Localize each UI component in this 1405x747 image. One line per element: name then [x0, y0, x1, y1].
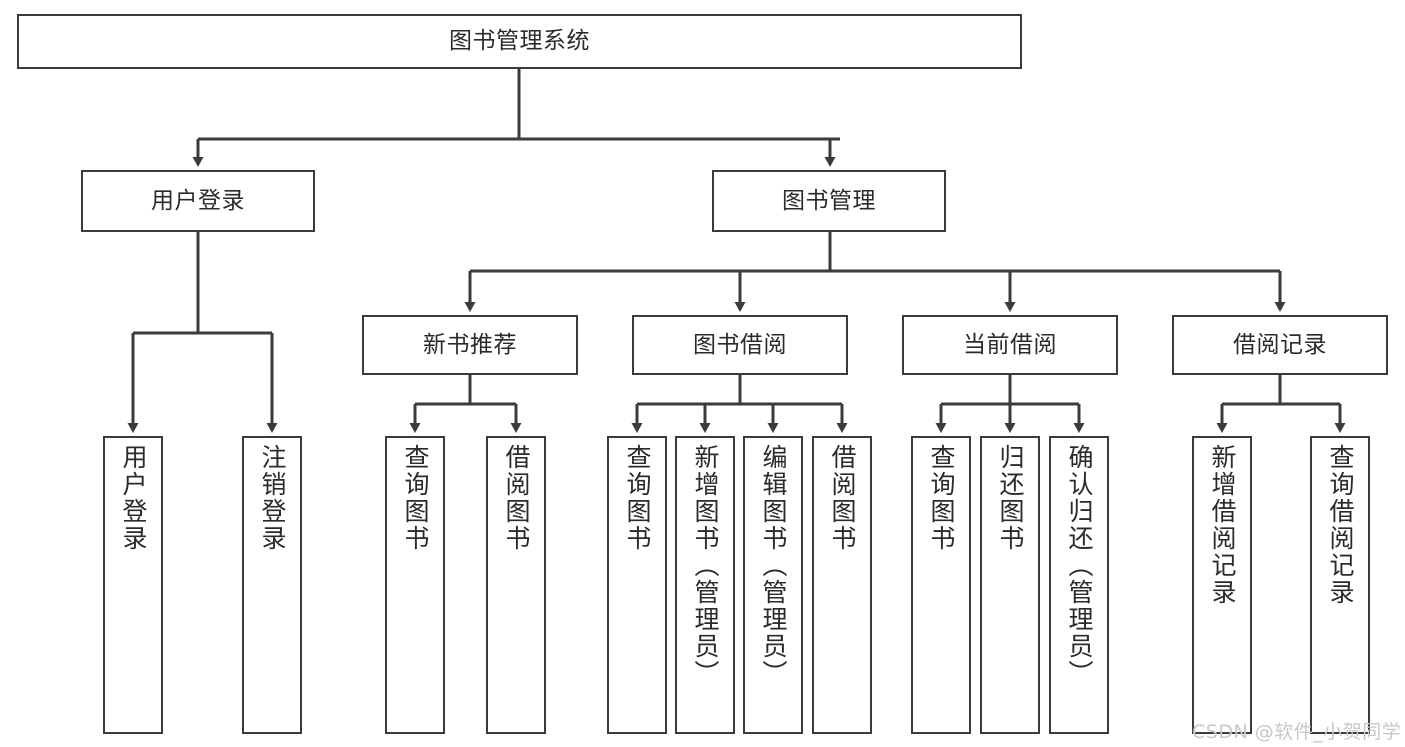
node-book-management-label: 图书管理: [782, 187, 876, 214]
node-leaf-add-borrow-record[interactable]: 新增借阅记录: [1192, 436, 1252, 734]
node-book-borrow-label: 图书借阅: [693, 331, 787, 358]
node-new-book-recommend[interactable]: 新书推荐: [362, 315, 578, 375]
node-user-login[interactable]: 用户登录: [81, 170, 315, 232]
node-leaf-edit-book-admin-label: 编辑图书（管理员）: [759, 444, 788, 687]
node-borrow-record[interactable]: 借阅记录: [1172, 315, 1388, 375]
node-leaf-query-book-new-label: 查询图书: [401, 444, 430, 552]
node-leaf-user-logout-label: 注销登录: [258, 444, 287, 552]
node-leaf-borrow-book[interactable]: 借阅图书: [812, 436, 872, 734]
node-leaf-return-book-label: 归还图书: [996, 444, 1025, 552]
node-leaf-query-book-new[interactable]: 查询图书: [385, 436, 445, 734]
node-current-borrow[interactable]: 当前借阅: [902, 315, 1118, 375]
node-leaf-confirm-return-admin[interactable]: 确认归还（管理员）: [1049, 436, 1109, 734]
node-current-borrow-label: 当前借阅: [963, 331, 1057, 358]
node-leaf-return-book[interactable]: 归还图书: [980, 436, 1040, 734]
node-leaf-query-book-borrow-label: 查询图书: [623, 444, 652, 552]
node-leaf-borrow-book-label: 借阅图书: [828, 444, 857, 552]
node-leaf-query-book-current[interactable]: 查询图书: [911, 436, 971, 734]
node-leaf-edit-book-admin[interactable]: 编辑图书（管理员）: [743, 436, 803, 734]
node-leaf-add-book-admin[interactable]: 新增图书（管理员）: [675, 436, 735, 734]
node-leaf-query-borrow-record-label: 查询借阅记录: [1326, 444, 1355, 606]
node-leaf-borrow-book-new[interactable]: 借阅图书: [486, 436, 546, 734]
node-user-login-label: 用户登录: [151, 187, 245, 214]
node-leaf-query-book-borrow[interactable]: 查询图书: [607, 436, 667, 734]
node-new-book-recommend-label: 新书推荐: [423, 331, 517, 358]
node-leaf-add-borrow-record-label: 新增借阅记录: [1208, 444, 1237, 606]
node-root[interactable]: 图书管理系统: [17, 14, 1022, 69]
node-leaf-user-login[interactable]: 用户登录: [103, 436, 163, 734]
node-leaf-user-login-label: 用户登录: [119, 444, 148, 552]
node-borrow-record-label: 借阅记录: [1233, 331, 1327, 358]
node-leaf-user-logout[interactable]: 注销登录: [242, 436, 302, 734]
node-leaf-confirm-return-admin-label: 确认归还（管理员）: [1065, 444, 1094, 687]
node-leaf-query-book-current-label: 查询图书: [927, 444, 956, 552]
node-leaf-add-book-admin-label: 新增图书（管理员）: [691, 444, 720, 687]
node-book-management[interactable]: 图书管理: [712, 170, 946, 232]
node-leaf-query-borrow-record[interactable]: 查询借阅记录: [1310, 436, 1370, 734]
node-root-label: 图书管理系统: [449, 28, 590, 55]
node-leaf-borrow-book-new-label: 借阅图书: [502, 444, 531, 552]
node-book-borrow[interactable]: 图书借阅: [632, 315, 848, 375]
